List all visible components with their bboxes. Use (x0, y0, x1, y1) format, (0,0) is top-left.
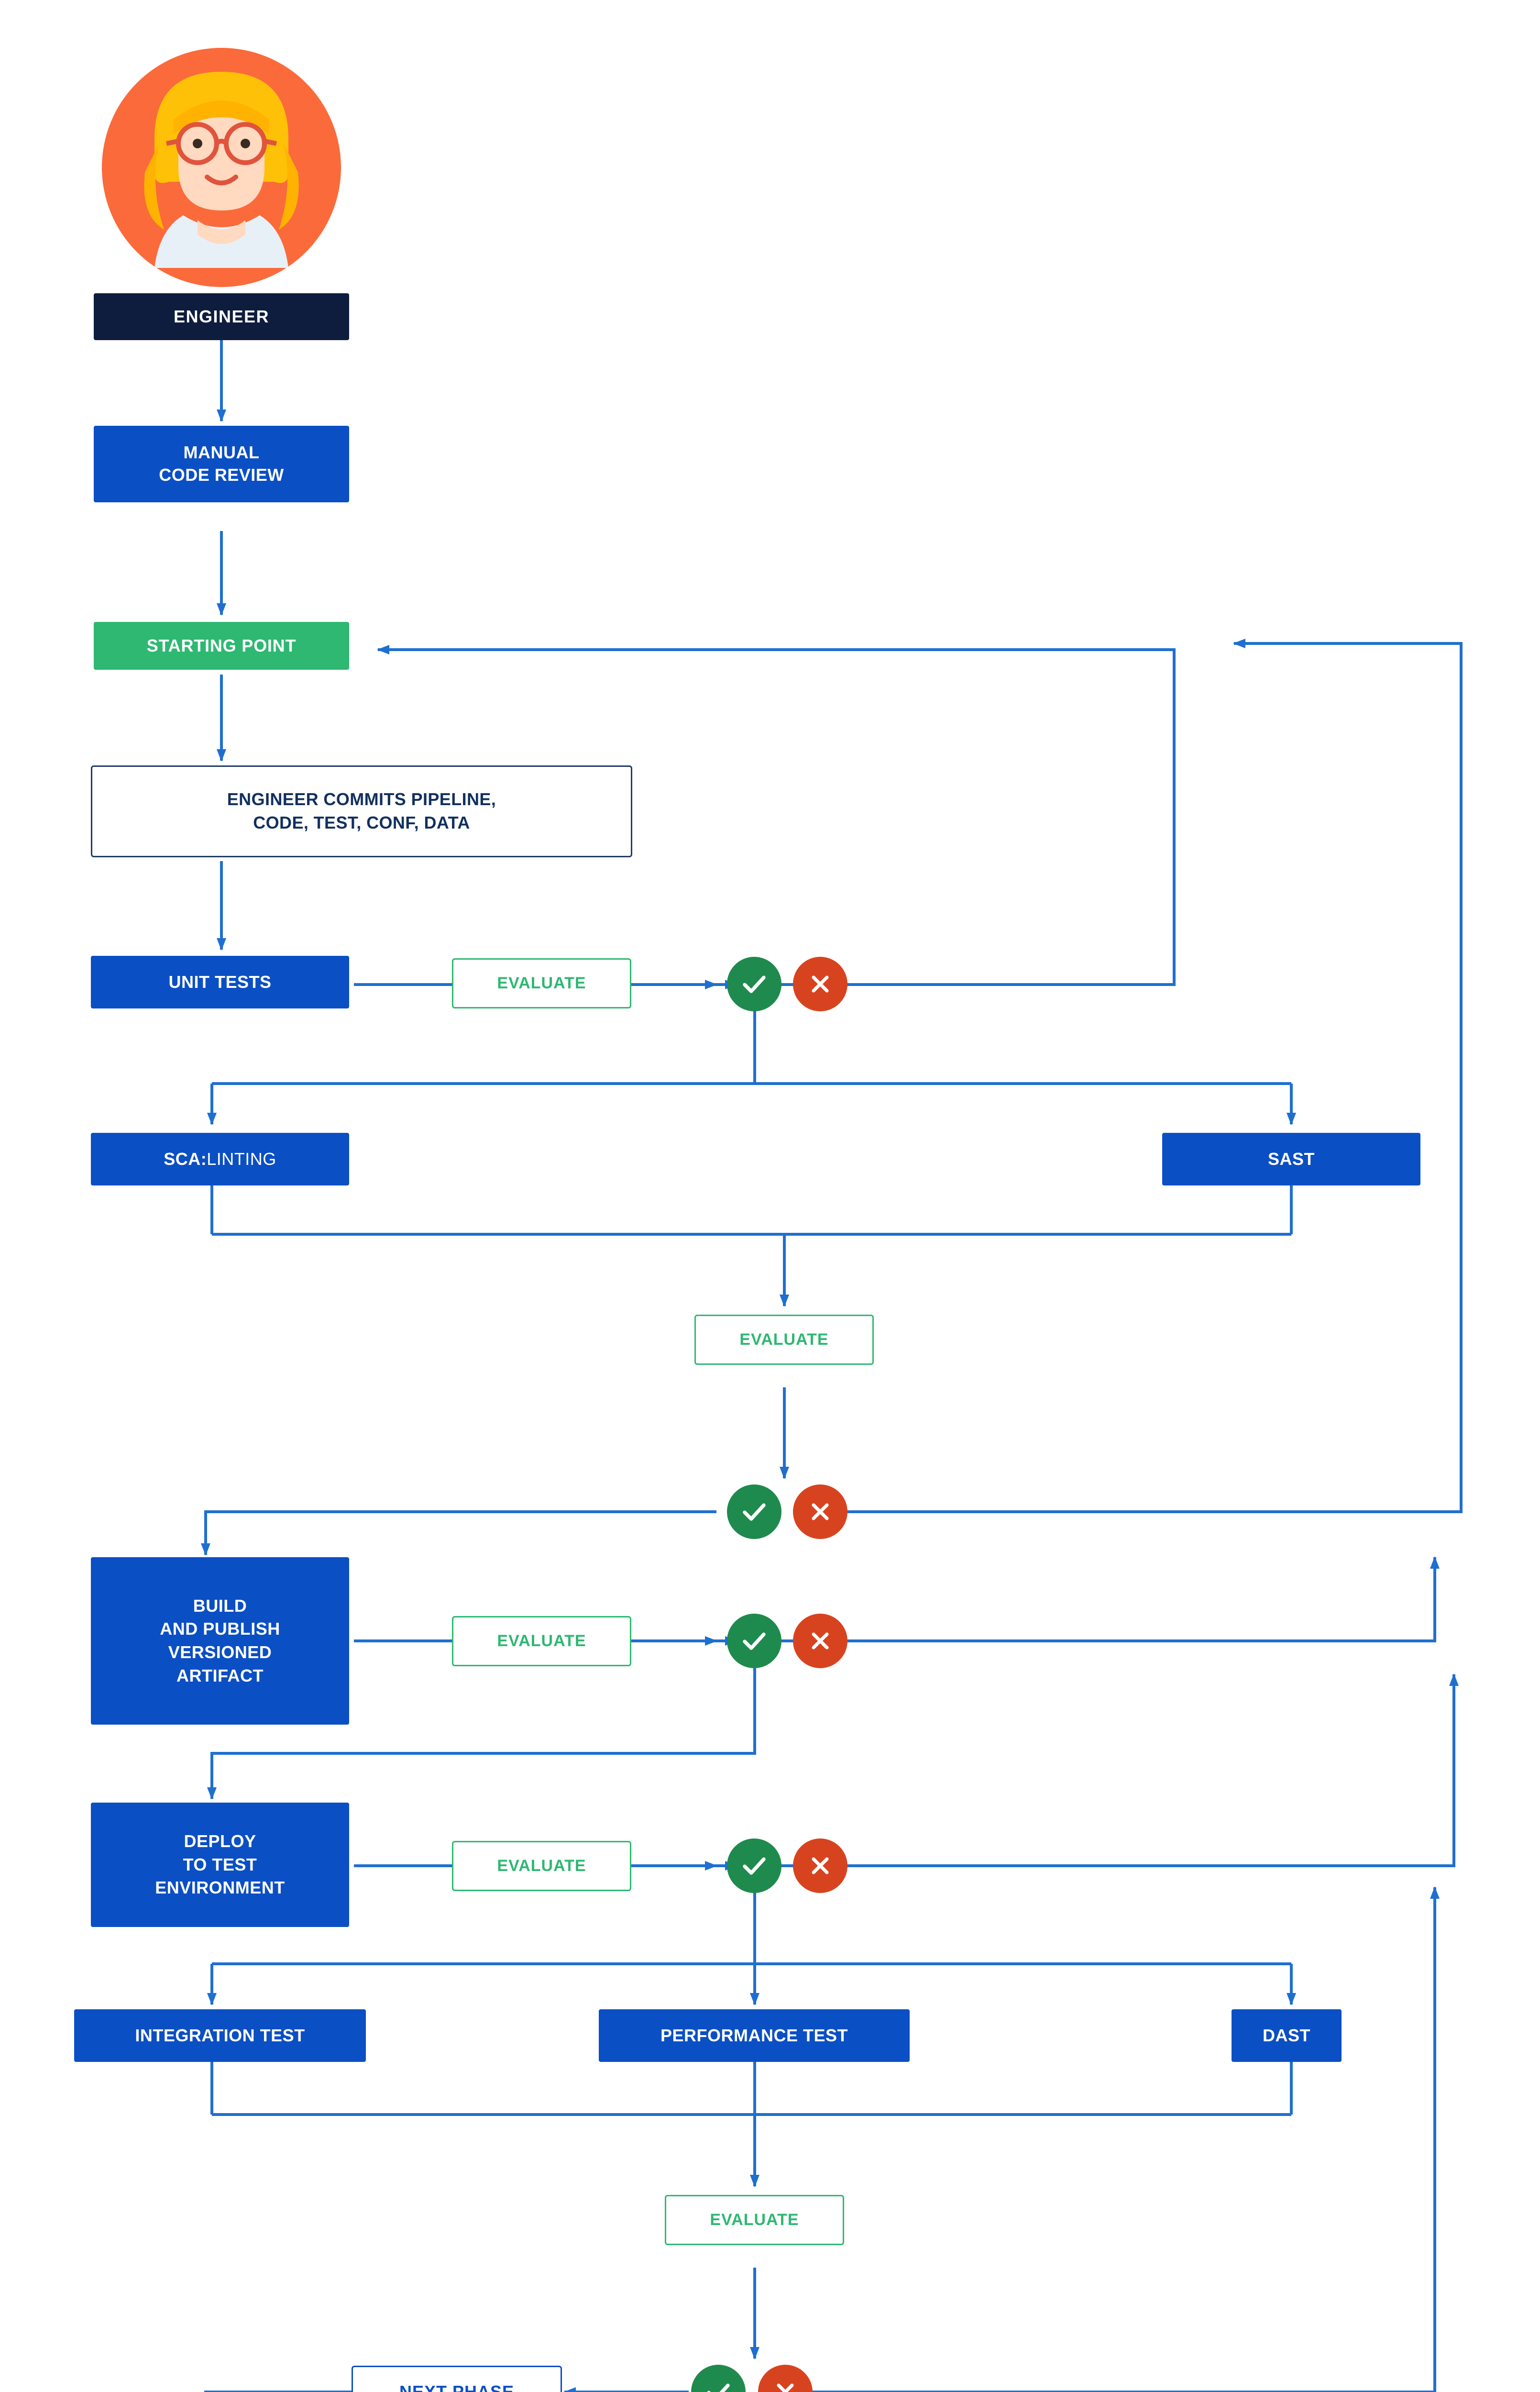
node-deploy-test-environment[interactable]: DEPLOY TO TEST ENVIRONMENT (91, 1803, 349, 1927)
pass-check-2[interactable] (727, 1484, 781, 1539)
node-evaluate-4[interactable]: EVALUATE (452, 1841, 631, 1891)
node-build-line2: AND PUBLISH (160, 1619, 280, 1639)
node-performance-test-label: PERFORMANCE TEST (660, 2026, 848, 2045)
fail-cross-4[interactable] (793, 1838, 847, 1893)
check-icon (707, 2383, 730, 2392)
node-evaluate-1-label: EVALUATE (497, 974, 586, 992)
fail-cross-2[interactable] (793, 1484, 847, 1539)
cross-icon (812, 1857, 829, 1874)
engineer-avatar-icon (102, 48, 341, 287)
node-evaluate-1[interactable]: EVALUATE (452, 958, 631, 1008)
check-icon (743, 975, 766, 993)
node-engineer-commits-line1: ENGINEER COMMITS PIPELINE, (227, 789, 496, 809)
pass-check-1[interactable] (727, 957, 781, 1011)
node-engineer-commits-line2: CODE, TEST, CONF, DATA (253, 813, 470, 832)
cross-icon (812, 975, 829, 993)
cross-icon (777, 2383, 794, 2392)
node-sca-bold: SCA: (164, 1149, 207, 1169)
node-build-line3: VERSIONED (168, 1642, 272, 1662)
node-integration-test-label: INTEGRATION TEST (135, 2026, 305, 2045)
node-deploy-line3: ENVIRONMENT (155, 1878, 285, 1898)
node-manual-code-review-line1: MANUAL (183, 443, 260, 463)
avatar-illustration (102, 48, 341, 287)
node-sca-normal: LINTING (207, 1149, 276, 1169)
check-icon (743, 1857, 766, 1875)
node-build-publish-artifact[interactable]: BUILD AND PUBLISH VERSIONED ARTIFACT (91, 1557, 349, 1725)
node-evaluate-4-label: EVALUATE (497, 1857, 586, 1875)
pass-check-3[interactable] (727, 1614, 781, 1668)
node-build-line4: ARTIFACT (176, 1665, 264, 1685)
node-evaluate-3-label: EVALUATE (497, 1632, 586, 1650)
node-unit-tests[interactable]: UNIT TESTS (91, 956, 349, 1008)
node-deploy-line2: TO TEST (183, 1854, 257, 1874)
check-icon (743, 1503, 766, 1521)
node-sast-label: SAST (1267, 1149, 1315, 1169)
node-evaluate-2[interactable]: EVALUATE (694, 1315, 874, 1365)
node-next-phase-label: NEXT PHASE (399, 2382, 515, 2392)
node-performance-test[interactable]: PERFORMANCE TEST (599, 2009, 910, 2062)
node-evaluate-2-label: EVALUATE (739, 1330, 829, 1349)
node-sca-linting[interactable]: SCA: LINTING (91, 1133, 349, 1185)
node-engineer-label: ENGINEER (173, 307, 270, 326)
node-manual-code-review-line2: CODE REVIEW (159, 465, 284, 485)
fail-cross-1[interactable] (793, 957, 847, 1011)
cross-icon (812, 1503, 829, 1520)
pass-check-4[interactable] (727, 1838, 781, 1893)
node-starting-point-label: STARTING POINT (146, 636, 297, 655)
node-evaluate-5[interactable]: EVALUATE (665, 2195, 844, 2245)
node-next-phase[interactable]: NEXT PHASE (352, 2366, 562, 2392)
node-manual-code-review[interactable]: MANUAL CODE REVIEW (94, 426, 349, 502)
node-deploy-line1: DEPLOY (184, 1831, 256, 1851)
node-dast-label: DAST (1263, 2026, 1310, 2045)
node-sast[interactable]: SAST (1162, 1133, 1420, 1185)
cross-icon (812, 1632, 829, 1650)
node-unit-tests-label: UNIT TESTS (168, 972, 272, 992)
check-icon (743, 1632, 766, 1650)
node-integration-test[interactable]: INTEGRATION TEST (74, 2009, 366, 2062)
node-starting-point[interactable]: STARTING POINT (94, 622, 349, 670)
fail-cross-3[interactable] (793, 1614, 847, 1668)
node-evaluate-3[interactable]: EVALUATE (452, 1616, 631, 1666)
node-engineer-commits[interactable]: ENGINEER COMMITS PIPELINE, CODE, TEST, C… (91, 765, 632, 857)
node-engineer[interactable]: ENGINEER (94, 293, 349, 340)
node-evaluate-5-label: EVALUATE (710, 2211, 799, 2229)
node-dast[interactable]: DAST (1232, 2009, 1342, 2062)
node-build-line1: BUILD (193, 1595, 247, 1616)
